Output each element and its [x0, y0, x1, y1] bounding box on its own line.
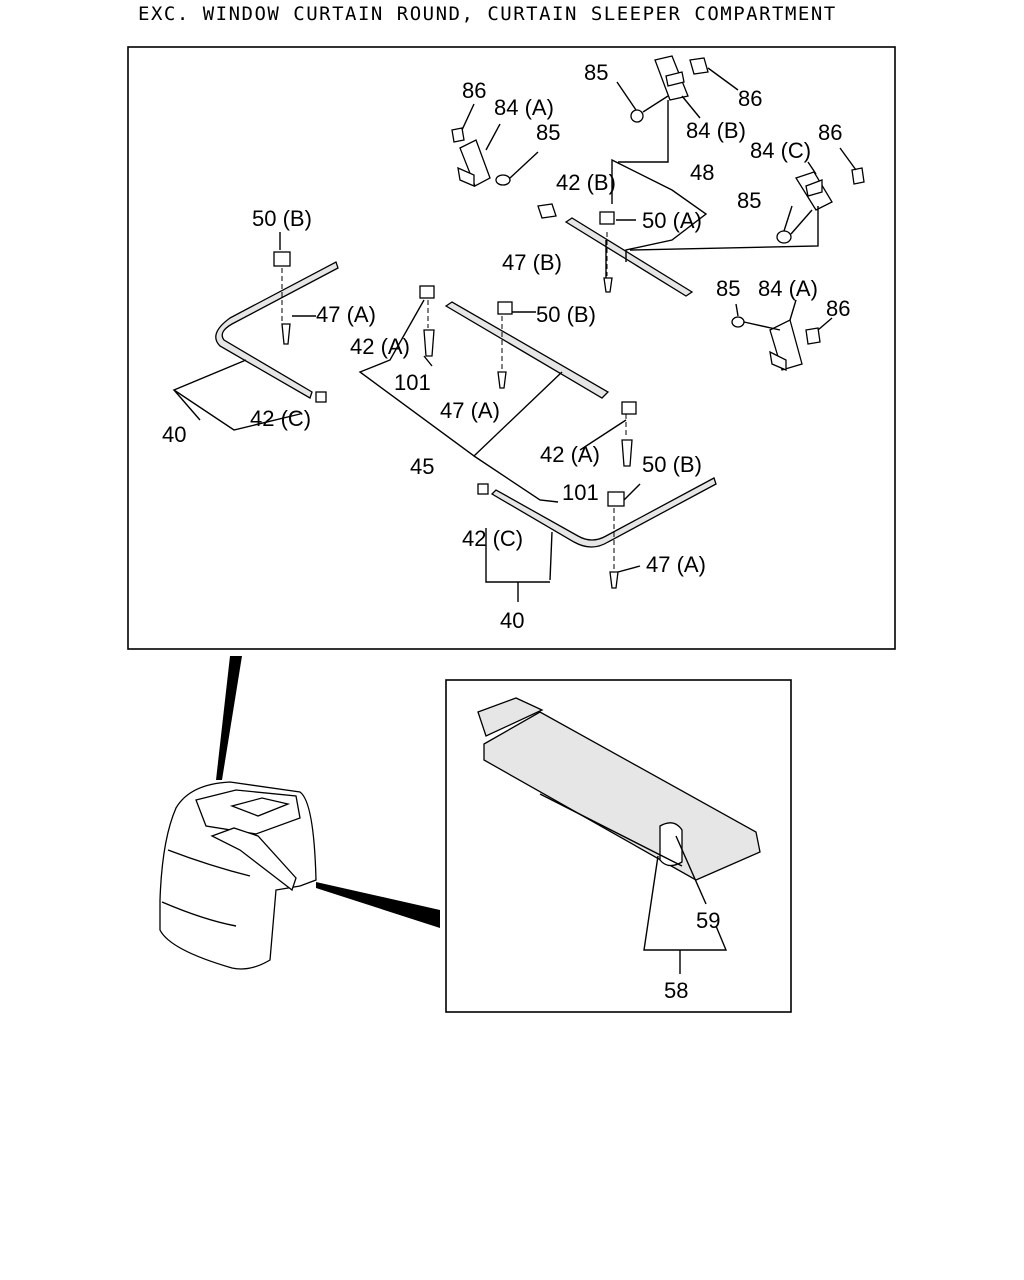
- curtain-rail-lower: [477, 401, 717, 602]
- callout-86: 86: [826, 296, 850, 321]
- callout-47a: 47 (A): [316, 302, 376, 327]
- bracket-84a-top: [451, 103, 539, 187]
- callout-47a: 47 (A): [646, 552, 706, 577]
- callout-50a: 50 (A): [642, 208, 702, 233]
- callout-50b: 50 (B): [252, 206, 312, 231]
- callout-86: 86: [738, 86, 762, 111]
- callout-86: 86: [462, 78, 486, 103]
- callout-85: 85: [536, 120, 560, 145]
- callout-85: 85: [716, 276, 740, 301]
- callout-58: 58: [664, 978, 688, 1003]
- callout-labels: 86 84 (A) 85 85 86 84 (B) 84 (C) 86 85 4…: [162, 60, 850, 1003]
- callout-47a: 47 (A): [440, 398, 500, 423]
- inset-frame: [445, 679, 792, 1013]
- callout-84a: 84 (A): [758, 276, 818, 301]
- callout-84a: 84 (A): [494, 95, 554, 120]
- callout-84b: 84 (B): [686, 118, 746, 143]
- callout-40: 40: [500, 608, 524, 633]
- bracket-84a-right: [731, 299, 833, 371]
- bracket-84c: [776, 147, 865, 244]
- callout-101: 101: [562, 480, 599, 505]
- curtain-rail-left: [172, 232, 339, 431]
- callout-50b: 50 (B): [536, 302, 596, 327]
- callout-86: 86: [818, 120, 842, 145]
- callout-101: 101: [394, 370, 431, 395]
- callout-85: 85: [737, 188, 761, 213]
- main-diagram-frame: [127, 46, 896, 650]
- cab-overview: [159, 656, 440, 970]
- rail-48: [537, 158, 819, 297]
- bracket-84b: [616, 55, 739, 163]
- curtain-58-inset: [477, 697, 761, 974]
- callout-42c: 42 (C): [462, 526, 523, 551]
- callout-59: 59: [696, 908, 720, 933]
- rail-45-assembly: [358, 285, 610, 503]
- callout-42c: 42 (C): [250, 406, 311, 431]
- page-title: EXC. WINDOW CURTAIN ROUND, CURTAIN SLEEP…: [138, 3, 837, 25]
- callout-47b: 47 (B): [502, 250, 562, 275]
- callout-42a: 42 (A): [350, 334, 410, 359]
- callout-48: 48: [690, 160, 714, 185]
- callout-85: 85: [584, 60, 608, 85]
- callout-45: 45: [410, 454, 434, 479]
- callout-50b: 50 (B): [642, 452, 702, 477]
- callout-40: 40: [162, 422, 186, 447]
- callout-42a: 42 (A): [540, 442, 600, 467]
- callout-42b: 42 (B): [556, 170, 616, 195]
- callout-84c: 84 (C): [750, 138, 811, 163]
